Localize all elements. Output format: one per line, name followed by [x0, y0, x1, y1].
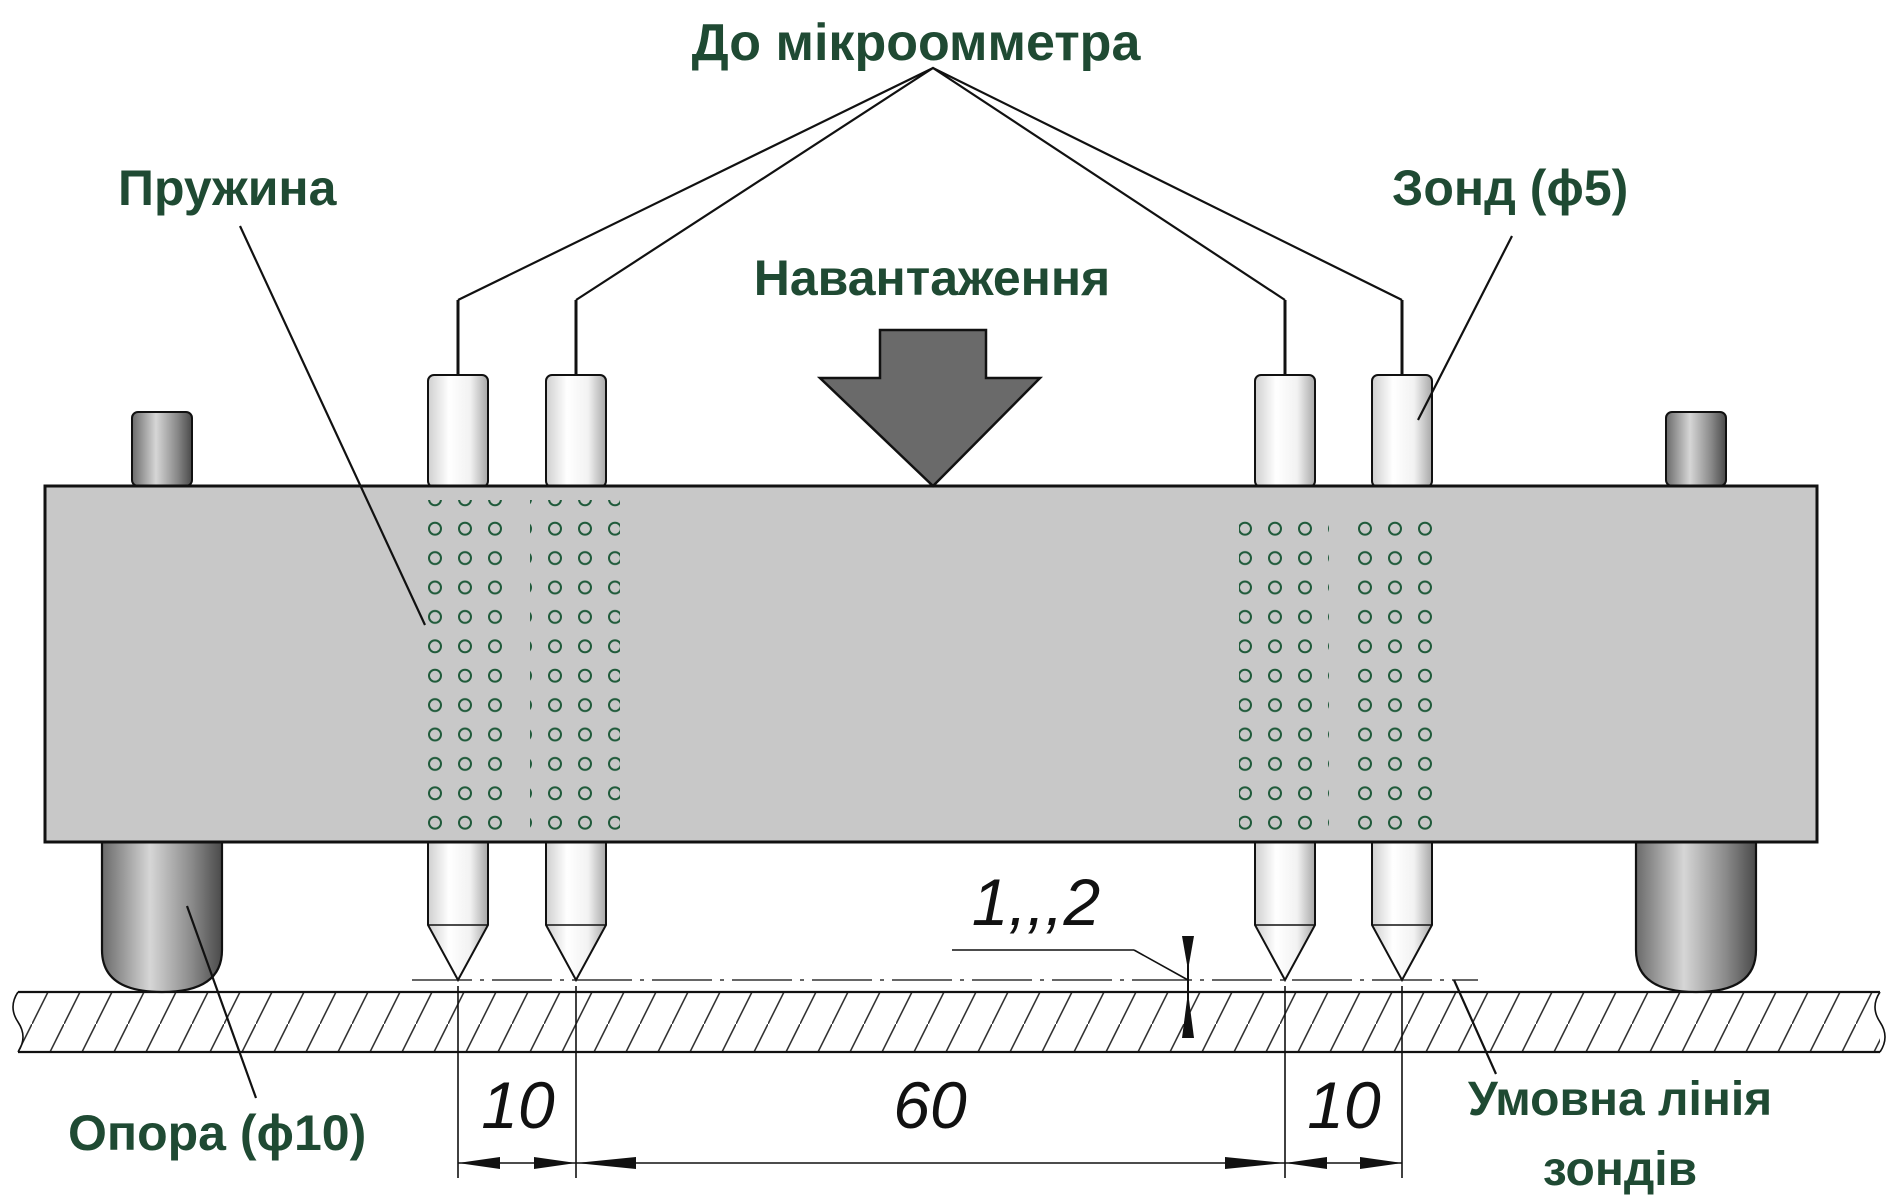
support-left	[100, 840, 224, 994]
probe-label: Зонд (ϕ5)	[1392, 160, 1628, 216]
meter-wires	[457, 66, 1403, 301]
support-leader	[185, 905, 258, 1099]
gap-dimension	[952, 936, 1194, 1038]
probe-2	[545, 300, 607, 983]
spring-dots	[412, 500, 1446, 832]
spring-label: Пружина	[118, 160, 338, 216]
to-microohmmeter-label: До мікроомметра	[692, 14, 1142, 72]
support-right-top	[1665, 411, 1727, 487]
support-left-top	[131, 411, 193, 487]
spacing-dimensions	[457, 986, 1403, 1178]
load-label: Навантаження	[754, 250, 1110, 306]
spring-leader	[239, 225, 426, 626]
left-spacing-label: 10	[481, 1068, 555, 1142]
gap-dimension-label: 1,,,2	[972, 865, 1100, 939]
right-spacing-label: 10	[1307, 1068, 1381, 1142]
probe-line-label-1: Умовна лінія	[1468, 1073, 1772, 1126]
support-right	[1634, 840, 1758, 994]
probe-line-leader	[1452, 979, 1498, 1075]
middle-spacing-label: 60	[893, 1068, 967, 1142]
surface	[12, 990, 1886, 1054]
support-label: Опора (ϕ10)	[68, 1105, 366, 1161]
load-arrow	[816, 328, 1043, 488]
probe-4	[1371, 300, 1433, 983]
probe-3	[1254, 300, 1316, 983]
probe-1	[427, 300, 489, 983]
beam	[43, 484, 1819, 844]
probe-line-label-2: зондів	[1543, 1143, 1697, 1196]
probe-leader	[1417, 235, 1513, 421]
